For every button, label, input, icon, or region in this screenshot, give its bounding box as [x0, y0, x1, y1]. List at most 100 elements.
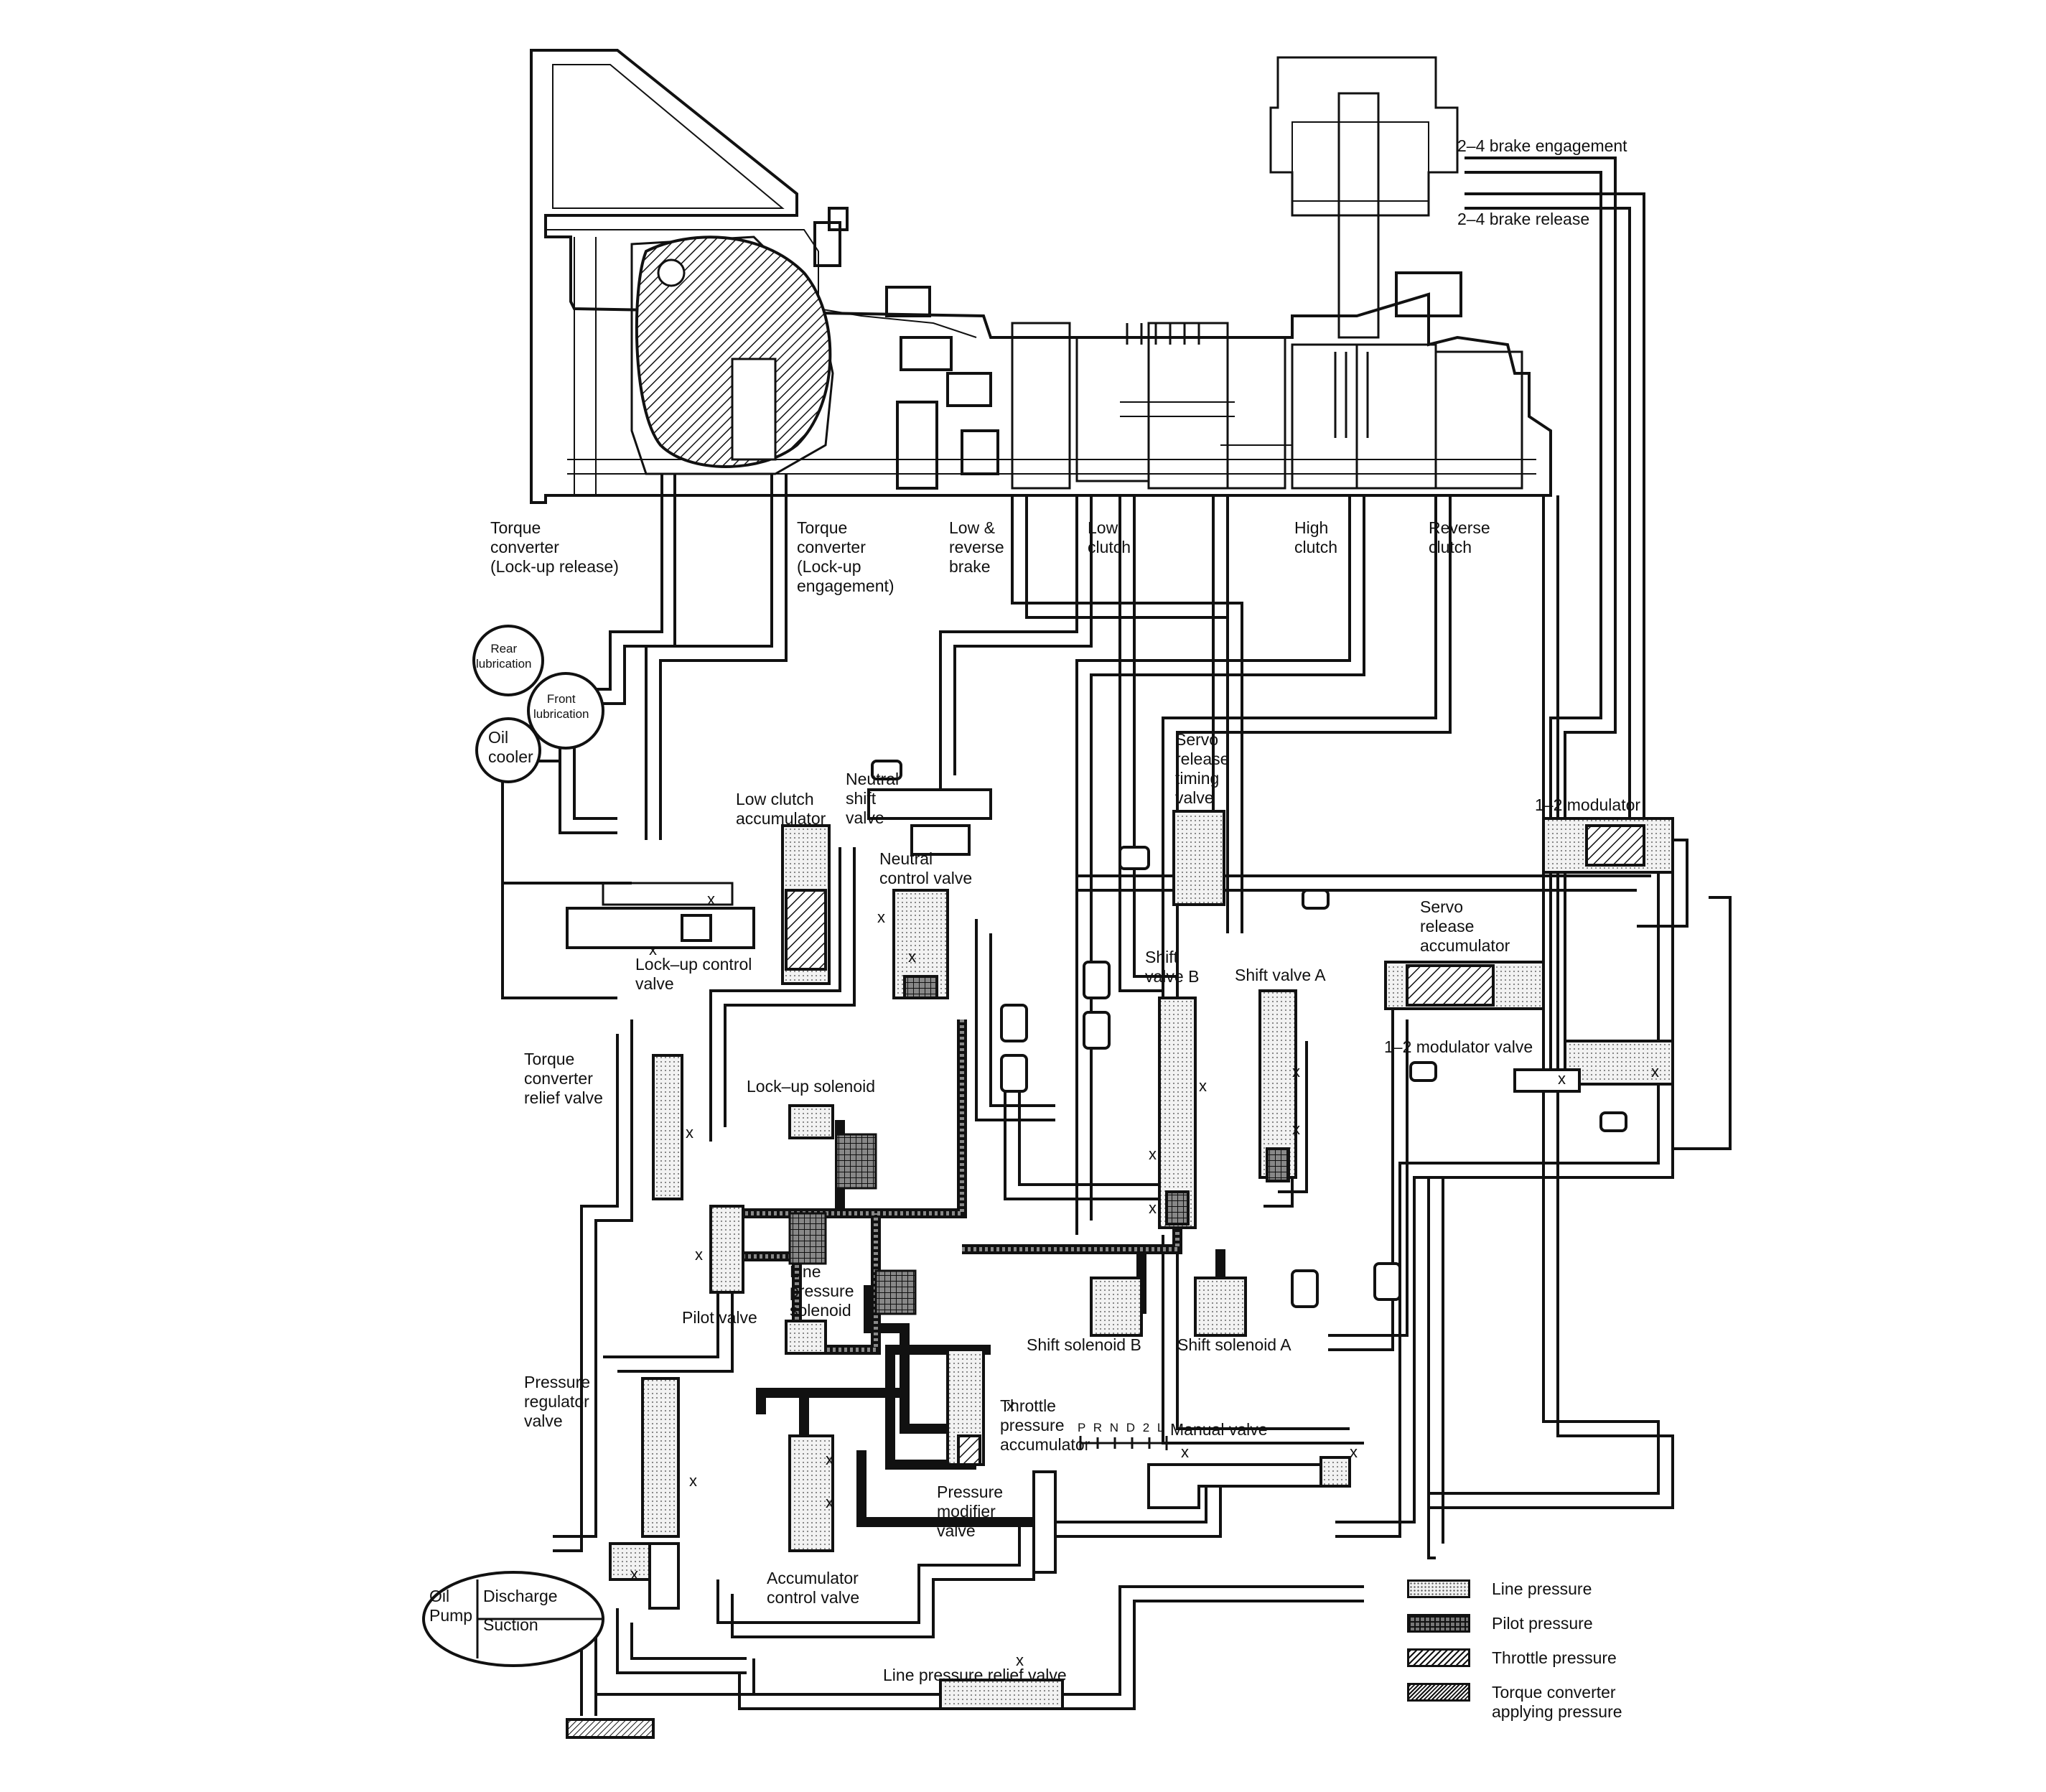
label-line-pressure-relief-valve: Line pressure relief valve [883, 1666, 1067, 1684]
rear-lubrication-circle [472, 625, 544, 696]
legend-label: Line pressure [1492, 1579, 1592, 1598]
pilot-block-3 [874, 1269, 917, 1315]
svg-text:x: x [826, 1450, 833, 1468]
label-manual-valve: Manual valve [1170, 1420, 1268, 1439]
svg-text:x: x [1181, 1443, 1189, 1461]
label-low-clutch: Low clutch [1088, 518, 1131, 556]
label-brake-release: 2–4 brake release [1457, 210, 1590, 228]
converter-bearing [657, 258, 686, 287]
line-pressure-solenoid-body [785, 1320, 827, 1355]
legend-label: Torque converter applying pressure [1492, 1683, 1622, 1721]
label-tc-release: Torque converter (Lock-up release) [490, 518, 619, 576]
pilot-valve-body [709, 1205, 744, 1294]
svg-text:x: x [908, 948, 916, 966]
svg-text:x: x [1292, 1120, 1300, 1138]
line-pressure-relief-valve-body [939, 1679, 1064, 1710]
svg-text:x: x [707, 890, 715, 908]
label-low-reverse-brake: Low & reverse brake [949, 518, 1004, 576]
oil-cooler-circle [475, 717, 541, 783]
svg-text:x: x [1149, 1199, 1157, 1217]
svg-text:x: x [686, 1124, 693, 1142]
label-line-pressure-solenoid: Line pressure solenoid [790, 1262, 854, 1320]
torque-converter [635, 235, 832, 468]
label-low-clutch-accumulator: Low clutch accumulator [736, 790, 826, 828]
svg-text:x: x [826, 1493, 833, 1511]
svg-text:x: x [1292, 1063, 1300, 1081]
label-shift-valve-b: Shift valve B [1145, 948, 1200, 986]
svg-text:x: x [1199, 1077, 1207, 1095]
converter-hub [731, 358, 777, 461]
valve-bodies [422, 625, 1674, 1739]
label-tc-relief-valve: Torque converter relief valve [524, 1050, 603, 1107]
label-throttle-pressure-accumulator: Throttle pressure accumulator [1000, 1396, 1090, 1454]
label-pilot-valve: Pilot valve [682, 1308, 757, 1327]
legend-item-line-pressure: Line pressure [1407, 1579, 1592, 1599]
tc-relief-valve-body [652, 1054, 683, 1200]
label-lockup-solenoid: Lock–up solenoid [747, 1077, 876, 1096]
legend-item-throttle-pressure: Throttle pressure [1407, 1648, 1617, 1668]
pressure-regulator-valve-body [641, 1377, 680, 1538]
label-prndl: P R N D 2 L [1078, 1421, 1167, 1434]
label-discharge: Discharge [483, 1587, 558, 1605]
hydraulic-passages [501, 157, 1732, 1716]
label-neutral-control-valve: Neutral control valve [879, 849, 973, 887]
shift-valve-b-body [1158, 997, 1197, 1229]
label-front-lubrication: Front lubrication [533, 692, 589, 721]
shift-solenoid-b-body [1090, 1277, 1143, 1337]
legend-swatch-line [1407, 1579, 1470, 1598]
label-neutral-shift-valve: Neutral shift valve [846, 770, 900, 827]
lockup-solenoid-body [788, 1104, 834, 1139]
modulator-valve-12-body [1564, 1040, 1674, 1086]
svg-text:x: x [649, 941, 657, 958]
svg-text:x: x [1651, 1063, 1659, 1081]
legend-swatch-pilot [1407, 1614, 1470, 1633]
label-modulator-valve-12: 1–2 modulator valve [1384, 1037, 1533, 1056]
legend-item-pilot-pressure: Pilot pressure [1407, 1614, 1593, 1633]
label-shift-solenoid-b: Shift solenoid B [1027, 1335, 1141, 1354]
label-pressure-regulator-valve: Pressure regulator valve [524, 1373, 591, 1430]
svg-text:x: x [877, 908, 885, 926]
label-oil-pump: Oil Pump [429, 1587, 473, 1625]
svg-text:x: x [695, 1246, 703, 1264]
lockup-control-valve-body [566, 907, 755, 949]
svg-text:x: x [1149, 1145, 1157, 1163]
legend-swatch-tc [1407, 1683, 1470, 1702]
label-servo-release-timing-valve: Servo release timing valve [1175, 730, 1230, 807]
label-high-clutch: High clutch [1294, 518, 1338, 556]
pilot-block-1 [835, 1133, 877, 1190]
label-pressure-modifier-valve: Pressure modifier valve [937, 1483, 1004, 1540]
shift-valve-a-body [1258, 989, 1297, 1179]
legend-label: Throttle pressure [1492, 1648, 1617, 1667]
front-lubrication-circle [527, 672, 604, 750]
oil-strainer [566, 1718, 655, 1739]
label-oil-cooler: Oil cooler [488, 728, 533, 766]
legend-label: Pilot pressure [1492, 1614, 1593, 1633]
svg-text:x: x [630, 1565, 638, 1583]
svg-text:x: x [1006, 1396, 1014, 1414]
label-tc-engagement: Torque converter (Lock-up engagement) [797, 518, 894, 595]
label-accumulator-control-valve: Accumulator control valve [767, 1569, 860, 1607]
label-reverse-clutch: Reverse clutch [1429, 518, 1490, 556]
svg-text:x: x [689, 1472, 697, 1490]
label-rear-lubrication: Rear lubrication [476, 642, 532, 671]
label-brake-engagement: 2–4 brake engagement [1457, 136, 1627, 155]
neutral-shift-valve-body [867, 788, 992, 820]
label-suction: Suction [483, 1615, 538, 1634]
prndl-scale [1079, 1436, 1168, 1450]
pressure-modifier-valve-body [1032, 1470, 1057, 1574]
legend-item-tc-pressure: Torque converter applying pressure [1407, 1683, 1622, 1722]
label-modulator-12: 1–2 modulator [1535, 795, 1641, 814]
servo-release-timing-valve-body [1172, 810, 1225, 906]
legend-swatch-throttle [1407, 1648, 1470, 1667]
svg-text:x: x [1558, 1070, 1566, 1088]
pilot-block-2 [788, 1212, 827, 1265]
label-servo-release-accumulator: Servo release accumulator [1420, 897, 1510, 955]
label-lockup-control-valve: Lock–up control valve [635, 955, 752, 993]
label-shift-valve-a: Shift valve A [1235, 966, 1326, 984]
svg-text:x: x [1350, 1443, 1358, 1461]
manual-valve-body [1147, 1463, 1337, 1509]
shift-solenoid-a-body [1194, 1277, 1247, 1337]
label-shift-solenoid-a: Shift solenoid A [1177, 1335, 1291, 1354]
